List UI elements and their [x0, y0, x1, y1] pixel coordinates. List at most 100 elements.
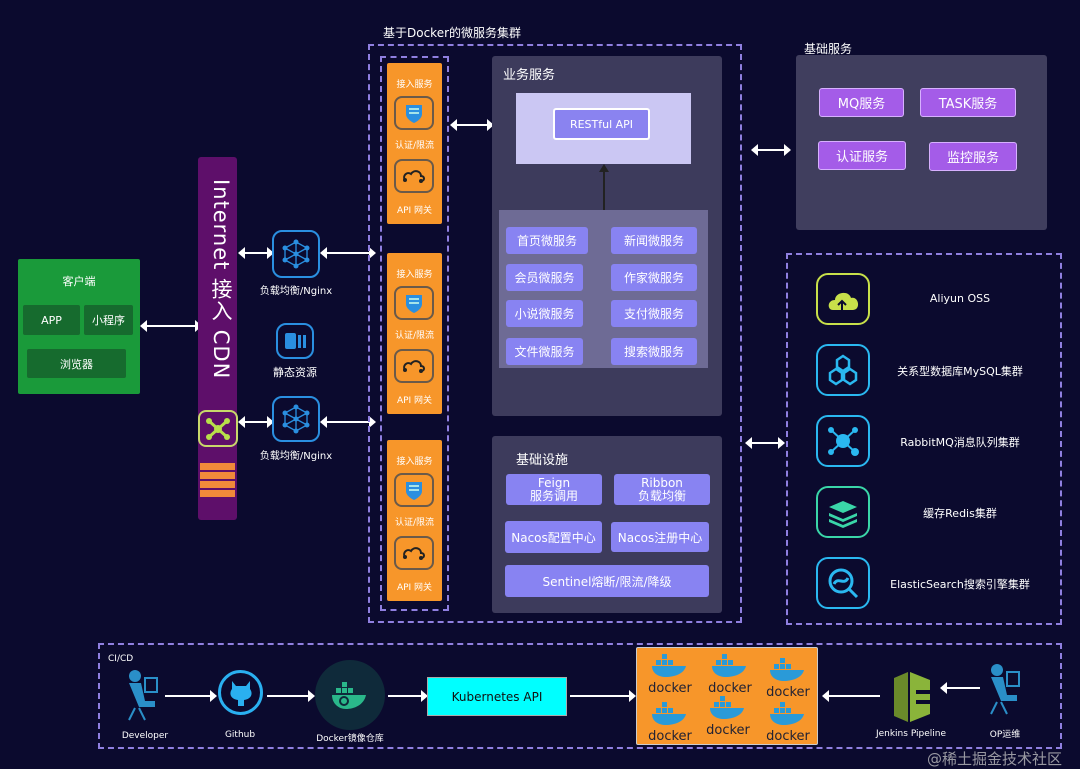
- developer-label: Developer: [121, 731, 169, 741]
- microservice-button[interactable]: 作家微服务: [611, 264, 697, 291]
- arrow-github-registry: [267, 690, 315, 702]
- arrow-lb1-cluster: [320, 247, 376, 259]
- docker-label: docker: [648, 729, 692, 744]
- auth-limit-label: 认证/限流: [394, 141, 435, 151]
- storage-label: Aliyun OSS: [929, 292, 991, 305]
- arrow-cdn-lb1: [238, 247, 274, 259]
- microservice-button[interactable]: 会员微服务: [506, 264, 583, 291]
- jenkins-label: Jenkins Pipeline: [875, 729, 947, 739]
- docker-container-icon: docker: [763, 656, 813, 700]
- arrow-jenkins-docker: [822, 690, 880, 702]
- microservice-button[interactable]: 搜索微服务: [611, 338, 697, 365]
- sentinel-button[interactable]: Sentinel熔断/限流/降级: [505, 565, 709, 597]
- cluster-container: [368, 44, 742, 623]
- jenkins-pipeline-icon: [888, 670, 936, 724]
- infra-title: 基础设施: [516, 453, 569, 468]
- microservice-button[interactable]: 新闻微服务: [611, 227, 697, 254]
- docker-container-icon: docker: [763, 700, 813, 744]
- mq-service[interactable]: MQ服务: [819, 88, 904, 117]
- shield-icon: [394, 473, 434, 507]
- static-resource-icon: [276, 323, 314, 359]
- cloud-upload-icon: [816, 273, 870, 325]
- docker-container-icon: docker: [705, 652, 755, 696]
- docker-container-icon: docker: [703, 694, 753, 738]
- api-gateway-label: API 网关: [396, 206, 433, 216]
- arrow-lb2-cluster: [320, 416, 376, 428]
- arrow-k8s-docker: [570, 690, 636, 702]
- base-title: 基础服务: [804, 42, 853, 56]
- microservice-button[interactable]: 小说微服务: [506, 300, 583, 327]
- storage-label: ElasticSearch搜索引擎集群: [890, 578, 1030, 591]
- feign-sub: 服务调用: [529, 488, 578, 503]
- microservice-button[interactable]: 首页微服务: [506, 227, 588, 254]
- docker-label: docker: [706, 723, 750, 738]
- cicd-container: CI/CD: [98, 643, 1062, 749]
- client-app[interactable]: APP: [23, 305, 80, 335]
- arrow-business-base: [751, 144, 791, 156]
- monitor-service[interactable]: 监控服务: [929, 142, 1017, 171]
- ribbon-sub: 负载均衡: [637, 488, 686, 503]
- docker-hosts: docker docker docker docker docker docker: [636, 647, 818, 745]
- business-panel: 业务服务 RESTful API 首页微服务新闻微服务会员微服务 作家微服务小说微…: [492, 56, 722, 416]
- lb-label-2: 负载均衡/Nginx: [259, 451, 333, 462]
- arrow-client-cdn: [140, 320, 202, 332]
- developer-icon: [125, 668, 161, 722]
- microservice-grid: 首页微服务新闻微服务会员微服务 作家微服务小说微服务 支付微服务文件微服务 搜索微服务: [499, 210, 708, 368]
- docker-container-icon: docker: [645, 700, 695, 744]
- docker-container-icon: docker: [645, 652, 695, 696]
- shield-icon: [394, 286, 434, 320]
- api-gateway-icon: [394, 349, 434, 383]
- arrow-cluster-storage: [745, 437, 785, 449]
- microservice-button[interactable]: 支付微服务: [611, 300, 697, 327]
- auth-service[interactable]: 认证服务: [818, 141, 906, 170]
- client-title: 客户端: [62, 275, 96, 288]
- docker-registry-icon: [315, 660, 385, 730]
- gateway-box: 接入服务 认证/限流 API 网关: [387, 440, 442, 601]
- restful-panel: RESTful API: [516, 93, 691, 164]
- business-title: 业务服务: [503, 68, 556, 83]
- access-service-label: 接入服务: [396, 457, 433, 467]
- api-gateway-icon: [394, 536, 434, 570]
- cdn-label: Internet 接入 CDN: [209, 179, 233, 380]
- access-service-label: 接入服务: [396, 80, 433, 90]
- static-label: 静态资源: [273, 366, 317, 379]
- kubernetes-api[interactable]: Kubernetes API: [427, 677, 567, 716]
- api-gateway-label: API 网关: [396, 583, 433, 593]
- auth-limit-label: 认证/限流: [394, 331, 435, 341]
- docker-label: docker: [766, 729, 810, 744]
- message-hub-icon: [816, 415, 870, 467]
- cdn-bar: Internet 接入 CDN: [198, 157, 238, 520]
- restful-api[interactable]: RESTful API: [553, 108, 650, 140]
- task-service[interactable]: TASK服务: [920, 88, 1016, 117]
- github-icon: [218, 670, 263, 715]
- hexagons-icon: [816, 344, 870, 396]
- load-balancer-icon: [272, 230, 320, 278]
- load-balancer-icon: [272, 396, 320, 442]
- client-panel: 客户端 APP 小程序 浏览器: [18, 259, 140, 394]
- access-service-label: 接入服务: [396, 270, 433, 280]
- client-browser[interactable]: 浏览器: [27, 349, 126, 378]
- operator-icon: [985, 662, 1021, 716]
- op-label: OP运维: [989, 730, 1021, 740]
- gateway-box: 接入服务 认证/限流 API 网关: [387, 253, 442, 414]
- gateway-column: [380, 56, 449, 611]
- storage-label: 缓存Redis集群: [923, 507, 997, 520]
- gateway-box: 接入服务 认证/限流 API 网关: [387, 63, 442, 224]
- firewall-icon: [200, 462, 235, 497]
- cluster-title: 基于Docker的微服务集群: [383, 26, 522, 40]
- microservice-button[interactable]: 文件微服务: [506, 338, 583, 365]
- auth-limit-label: 认证/限流: [394, 518, 435, 528]
- client-miniprogram[interactable]: 小程序: [84, 305, 133, 335]
- nacos-config-button[interactable]: Nacos配置中心: [505, 521, 602, 553]
- docker-label: docker: [708, 681, 752, 696]
- docker-label: docker: [766, 685, 810, 700]
- arrow-registry-k8s: [388, 690, 428, 702]
- api-gateway-icon: [394, 159, 434, 193]
- nacos-registry-button[interactable]: Nacos注册中心: [611, 522, 709, 552]
- arrow-gateway-business: [450, 119, 494, 131]
- storage-label: 关系型数据库MySQL集群: [897, 365, 1023, 378]
